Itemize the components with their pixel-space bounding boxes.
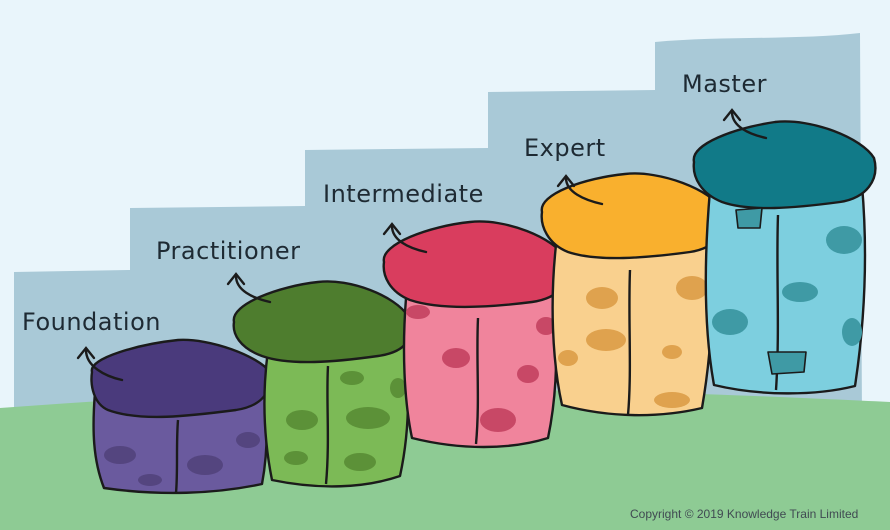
block-expert-body: [551, 236, 714, 417]
arrow-foundation-icon: [76, 346, 124, 382]
label-practitioner: Practitioner: [156, 237, 301, 265]
arrow-practitioner-icon: [226, 272, 272, 304]
block-foundation: [90, 338, 272, 495]
copyright-notice: Copyright © 2019 Knowledge Train Limited: [630, 507, 858, 521]
arrow-intermediate-icon: [382, 222, 428, 254]
block-master-lid: [692, 120, 877, 210]
block-intermediate: [382, 220, 569, 449]
label-expert: Expert: [524, 134, 606, 162]
label-master: Master: [682, 70, 767, 98]
arrow-expert-icon: [556, 174, 604, 206]
arrow-master-icon: [722, 108, 768, 140]
label-intermediate: Intermediate: [323, 180, 484, 208]
label-foundation: Foundation: [22, 308, 161, 336]
block-practitioner: [232, 280, 412, 488]
block-expert: [540, 172, 725, 417]
block-master: [692, 120, 877, 395]
